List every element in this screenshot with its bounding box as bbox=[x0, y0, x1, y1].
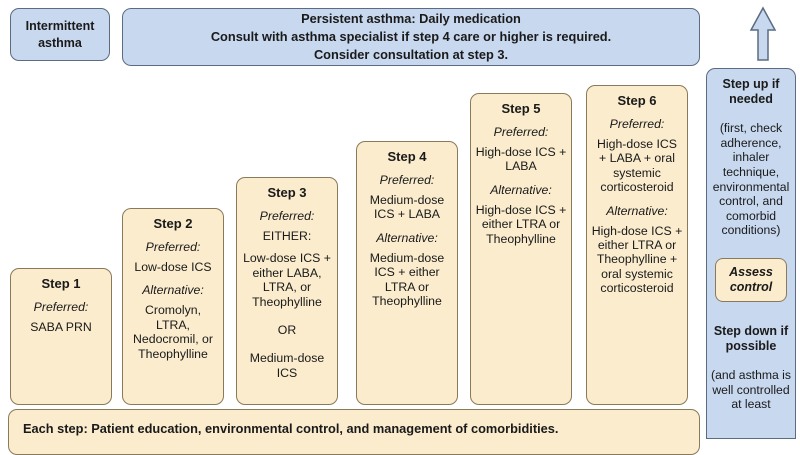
step-box-2: Step 2 Preferred: Low-dose ICS Alternative:… bbox=[122, 208, 224, 405]
step-section-heading: Preferred: bbox=[259, 209, 315, 223]
step-section-heading: Preferred: bbox=[379, 173, 435, 187]
step-section-body: High-dose ICS +LABA bbox=[475, 145, 567, 174]
step-section-body: Low-dose ICS bbox=[134, 260, 212, 274]
step-section-heading: Alternative: bbox=[606, 203, 668, 218]
step-section-heading: Alternative: bbox=[490, 182, 552, 197]
step-section-heading: Preferred: bbox=[609, 117, 665, 131]
step-title: Step 2 bbox=[153, 216, 193, 231]
step-box-6: Step 6 Preferred: High-dose ICS+ LABA + or… bbox=[586, 85, 688, 405]
step-title: Step 1 bbox=[41, 276, 81, 291]
step-title: Step 5 bbox=[501, 101, 541, 116]
step-title: Step 3 bbox=[267, 185, 307, 200]
step-title: Step 4 bbox=[387, 149, 427, 164]
each-step-footer-text: Each step: Patient education, environmen… bbox=[23, 421, 559, 436]
each-step-footer: Each step: Patient education, environmen… bbox=[8, 409, 700, 455]
step-section-body: OR bbox=[277, 322, 297, 337]
step-box-5: Step 5 Preferred: High-dose ICS +LABA Alter… bbox=[470, 93, 572, 405]
step-section-heading: Alternative: bbox=[376, 230, 438, 245]
step-section-heading: Alternative: bbox=[142, 283, 204, 298]
step-up-arrow-icon bbox=[748, 6, 778, 62]
step-box-3: Step 3 Preferred: EITHER: Low-dose ICS +eit… bbox=[236, 177, 338, 405]
step-title: Step 6 bbox=[617, 93, 657, 108]
step-section-heading: Preferred: bbox=[493, 125, 549, 139]
step-section-heading: Preferred: bbox=[145, 240, 201, 254]
step-section-body: SABA PRN bbox=[30, 320, 92, 334]
step-section-heading: Preferred: bbox=[33, 300, 89, 314]
step-section-body: EITHER: bbox=[262, 229, 312, 243]
step-box-1: Step 1 Preferred: SABA PRN bbox=[10, 268, 112, 405]
